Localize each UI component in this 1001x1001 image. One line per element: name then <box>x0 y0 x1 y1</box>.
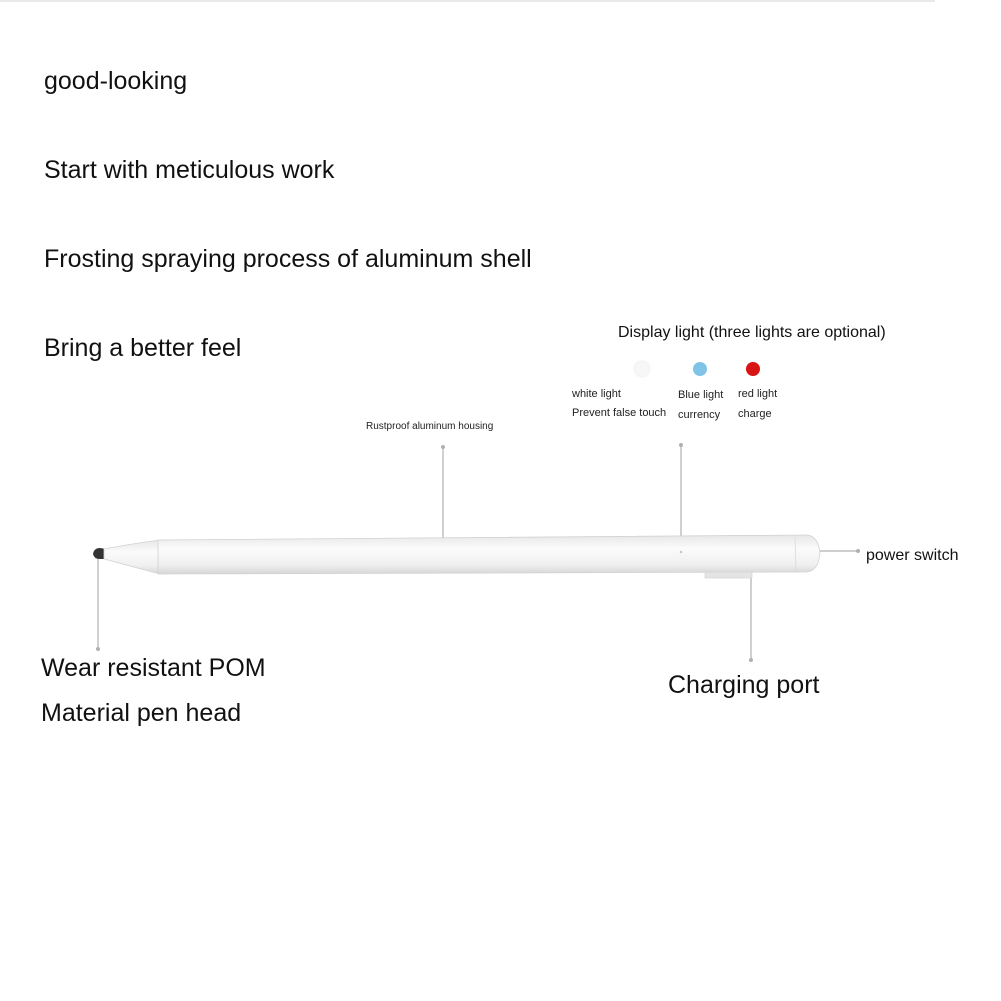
pen-cone <box>103 539 161 575</box>
blue-light-label: Blue light <box>678 389 724 401</box>
power-switch-seam <box>794 536 797 572</box>
indicator-light-hole <box>679 550 683 554</box>
housing-leader-endpoint <box>441 445 446 450</box>
display-light-title: Display light (three lights are optional… <box>618 324 886 341</box>
blue-light-dot <box>693 362 707 376</box>
headline-frosting-process: Frosting spraying process of aluminum sh… <box>44 245 532 273</box>
pen-body <box>157 534 821 575</box>
power-switch-callout: power switch <box>866 547 959 564</box>
charging-port-clip <box>704 571 753 579</box>
pen-head-callout-line1: Wear resistant POM <box>41 654 266 682</box>
pen-head-callout-line2: Material pen head <box>41 699 242 727</box>
charging-port-callout: Charging port <box>668 671 820 699</box>
red-light-dot <box>746 362 760 376</box>
indicator-leader-endpoint <box>678 443 683 448</box>
housing-callout: Rustproof aluminum housing <box>366 421 494 432</box>
headline-meticulous-work: Start with meticulous work <box>44 156 335 184</box>
charging-port-leader-endpoint <box>748 657 753 662</box>
headline-good-looking: good-looking <box>44 67 188 95</box>
power-switch-leader-endpoint <box>855 548 860 553</box>
white-light-label: white light <box>572 388 621 400</box>
red-light-function: charge <box>738 408 772 420</box>
pen-head-leader-endpoint <box>95 646 100 651</box>
red-light-label: red light <box>738 388 778 400</box>
headline-better-feel: Bring a better feel <box>44 334 242 362</box>
leader-lines <box>95 443 860 662</box>
white-light-dot <box>635 362 649 376</box>
pen-tip <box>93 548 106 559</box>
white-light-function: Prevent false touch <box>572 407 667 419</box>
blue-light-function: currency <box>678 409 721 421</box>
top-divider <box>0 0 935 2</box>
